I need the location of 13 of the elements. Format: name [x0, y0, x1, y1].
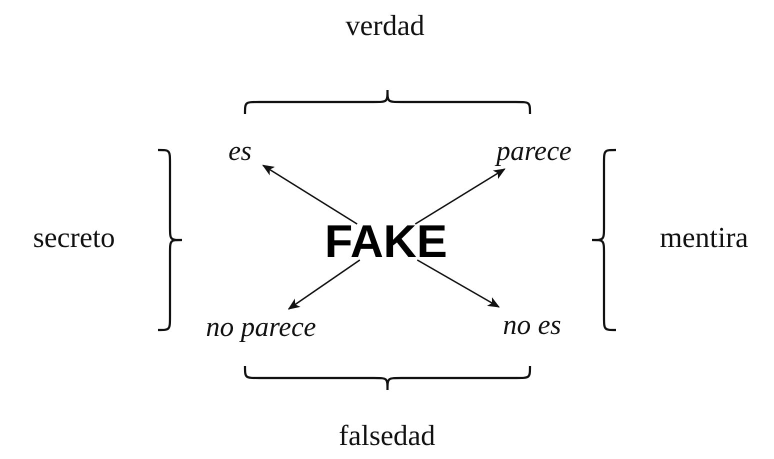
side-label: mentira [658, 224, 750, 253]
term-label: es [220, 136, 260, 166]
arrow [288, 259, 360, 310]
arrow [414, 168, 506, 225]
arrow [262, 164, 358, 225]
side-label: falsedad [338, 422, 436, 451]
term-label: parece [486, 136, 582, 166]
side-label: secreto [32, 224, 116, 253]
term-label: no es [500, 310, 564, 340]
arrow [416, 259, 500, 308]
side-label: verdad [344, 12, 426, 41]
center-word: FAKE [316, 216, 456, 264]
term-label: no parece [194, 312, 328, 342]
